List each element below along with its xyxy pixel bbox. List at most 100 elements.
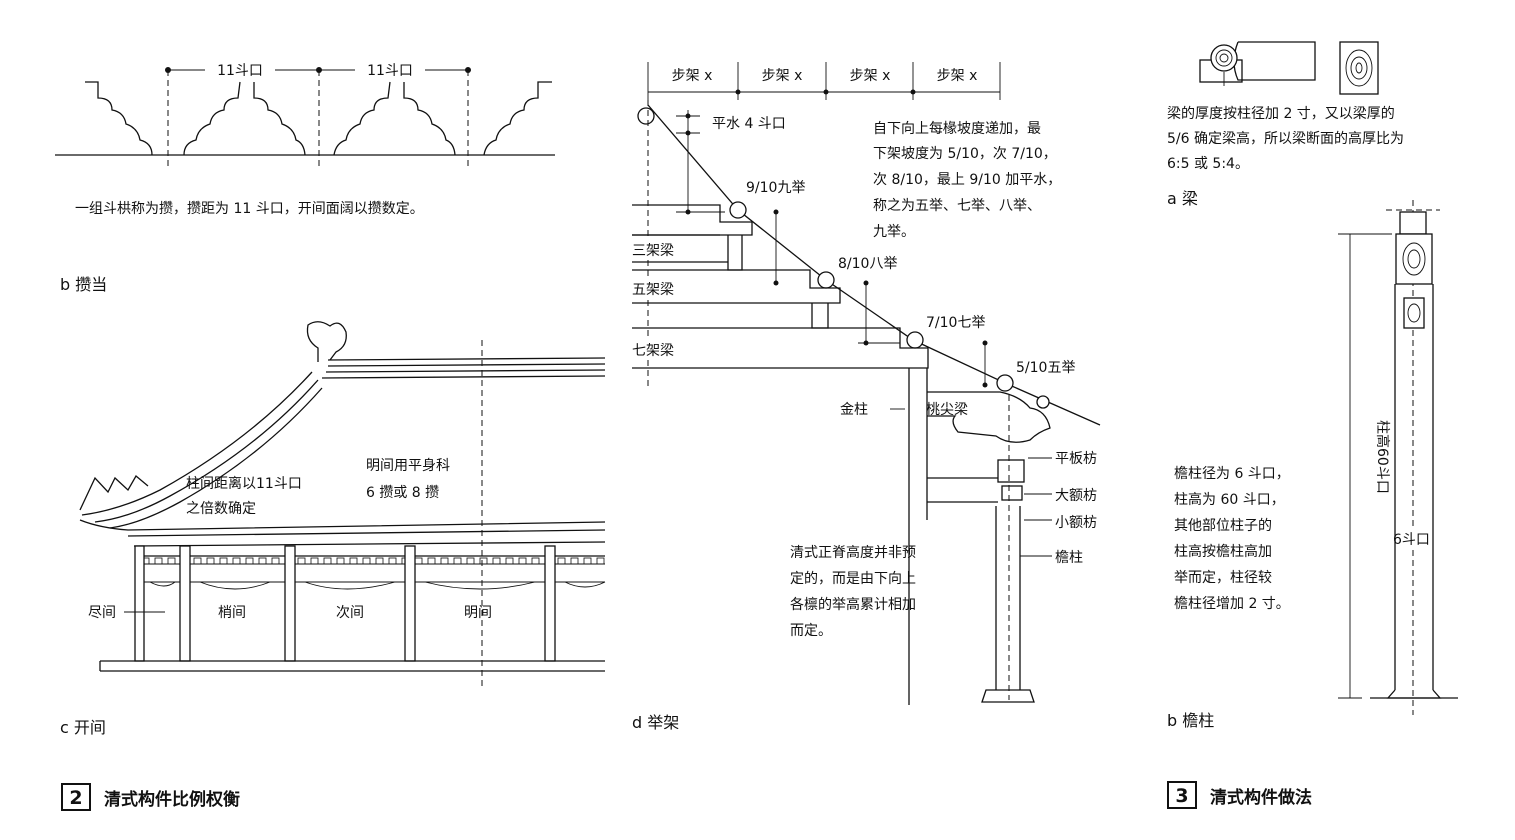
figure-2-caption: 清式构件比例权衡	[104, 789, 240, 810]
bracket-block	[310, 557, 319, 565]
bracket-spacing-description: 一组斗栱称为攒，攒距为 11 斗口，开间面阔以攒数定。	[75, 201, 424, 217]
spacing-label-2: 11斗口	[367, 63, 413, 79]
part-eave-column: 檐柱	[1055, 550, 1083, 566]
bracket-block	[271, 557, 280, 565]
beam-label-7: 七架梁	[632, 343, 674, 359]
ridge-note-line3: 各檩的举高累计相加	[790, 596, 916, 613]
bracket-block	[167, 557, 176, 565]
bracket-block	[362, 557, 371, 565]
bracket-set-1	[85, 81, 241, 156]
bracket-block	[193, 557, 202, 565]
column-diameter-label: 6斗口	[1393, 532, 1430, 548]
column-5	[544, 545, 556, 662]
part-big-lintel: 大额枋	[1055, 488, 1097, 504]
caption-b-spacing: b 攒当	[60, 275, 107, 294]
purlin-3	[906, 331, 924, 349]
bracket-block	[414, 557, 423, 565]
purlin-4	[996, 374, 1014, 392]
hip-ornaments	[79, 475, 149, 511]
pitch-7: 7/10七举	[926, 315, 985, 331]
bracket-block	[557, 557, 566, 565]
beam-note-line1: 梁的厚度按柱径加 2 寸，又以梁厚的	[1167, 106, 1395, 122]
column-note-line6: 檐柱径增加 2 寸。	[1174, 596, 1290, 612]
bracket-block	[583, 557, 592, 565]
pitch-note-line3: 次 8/10，最上 9/10 加平水，	[873, 172, 1061, 188]
bracket-block	[505, 557, 514, 565]
step-label-4: 步架 x	[937, 68, 978, 84]
bracket-block	[427, 557, 436, 565]
panel-beam: 梁的厚度按柱径加 2 寸，又以梁厚的 5/6 确定梁高，所以梁断面的高厚比为 6…	[1167, 41, 1404, 208]
bracket-block	[258, 557, 267, 565]
bracket-block	[336, 557, 345, 565]
bracket-block	[206, 557, 215, 565]
bracket-row	[141, 557, 605, 565]
bracket-block	[388, 557, 397, 565]
figure-2-number: 2	[69, 787, 82, 809]
step-label-1: 步架 x	[672, 68, 713, 84]
bay-ming: 明间	[464, 605, 492, 621]
bracket-block	[297, 557, 306, 565]
rafter-profile	[647, 104, 1101, 426]
bracket-block	[154, 557, 163, 565]
figure-3-caption: 清式构件做法	[1210, 787, 1312, 808]
bracket-block	[466, 557, 475, 565]
jin-column-label: 金柱	[840, 402, 868, 418]
bay-note-2-line1: 明间用平身科	[366, 458, 450, 474]
pitch-5: 5/10五举	[1016, 360, 1075, 376]
part-flat-board: 平板枋	[1055, 451, 1097, 467]
spacing-label-1: 11斗口	[217, 63, 263, 79]
bay-note-1-line2: 之倍数确定	[186, 501, 256, 517]
bracket-set-3	[403, 81, 552, 156]
step-label-3: 步架 x	[850, 68, 891, 84]
bracket-block	[479, 557, 488, 565]
beam-label-5: 五架梁	[632, 282, 674, 298]
bracket-block	[596, 557, 605, 565]
panel-bay-elevation: 柱间距离以11斗口 之倍数确定 明间用平身科 6 攒或 8 攒 尽间 梢间 次间…	[60, 321, 606, 737]
column-note-line5: 举而定，柱径较	[1174, 570, 1272, 586]
pitch-note-line5: 九举。	[873, 224, 915, 240]
bracket-block	[232, 557, 241, 565]
ridge-note-line2: 定的，而是由下向上	[790, 571, 916, 587]
caption-d-pitch: d 举架	[632, 713, 679, 732]
pitch-note-line1: 自下向上每椽坡度递加，最	[873, 121, 1041, 137]
figure-2-title: 2 清式构件比例权衡	[61, 783, 240, 811]
part-small-lintel: 小额枋	[1055, 515, 1097, 531]
bracket-set-2	[253, 81, 391, 156]
panel-eave-column: 柱高60斗口 6斗口 檐柱径为 6 斗口， 柱高为 60 斗口， 其他部位柱子的…	[1167, 200, 1458, 730]
bracket-block	[492, 557, 501, 565]
bracket-block	[518, 557, 527, 565]
bracket-block	[349, 557, 358, 565]
ridge-ornament	[306, 321, 347, 362]
pitch-note-line4: 称之为五举、七举、八举、	[873, 198, 1041, 214]
ridge-note-line4: 而定。	[790, 623, 832, 639]
column-4	[404, 545, 416, 662]
step-label-2: 步架 x	[762, 68, 803, 84]
purlin-ridge	[637, 107, 655, 125]
caption-c-bay: c 开间	[60, 718, 106, 737]
level-label: 平水 4 斗口	[712, 116, 786, 132]
caption-a-beam: a 梁	[1167, 189, 1198, 208]
beam-section	[1339, 41, 1379, 95]
figure-3-number: 3	[1175, 785, 1188, 807]
roof-hip-outer	[81, 371, 313, 516]
pitch-8: 8/10八举	[838, 256, 897, 272]
bracket-block	[531, 557, 540, 565]
bracket-block	[323, 557, 332, 565]
bay-end: 尽间	[88, 605, 116, 621]
column-1	[134, 545, 145, 662]
panel-bracket-spacing: 11斗口 11斗口 一组斗栱称为攒，攒距为 11 斗口，开间面阔以攒数定。 b …	[55, 58, 555, 294]
beam-7	[632, 327, 929, 369]
bracket-block	[570, 557, 579, 565]
beam-note-line3: 6:5 或 5:4。	[1167, 156, 1249, 172]
figure-3-title: 3 清式构件做法	[1167, 781, 1312, 809]
bracket-block	[245, 557, 254, 565]
beam-head	[1395, 233, 1433, 285]
beam-label-3: 三架梁	[632, 243, 674, 259]
caption-b-column: b 檐柱	[1167, 711, 1214, 730]
tiaojian-beam-label: 桃尖梁	[926, 402, 968, 418]
purlin-1	[729, 201, 747, 219]
flat-board-fang	[997, 459, 1025, 483]
column-note-line4: 柱高按檐柱高加	[1174, 543, 1272, 560]
bracket-block	[453, 557, 462, 565]
